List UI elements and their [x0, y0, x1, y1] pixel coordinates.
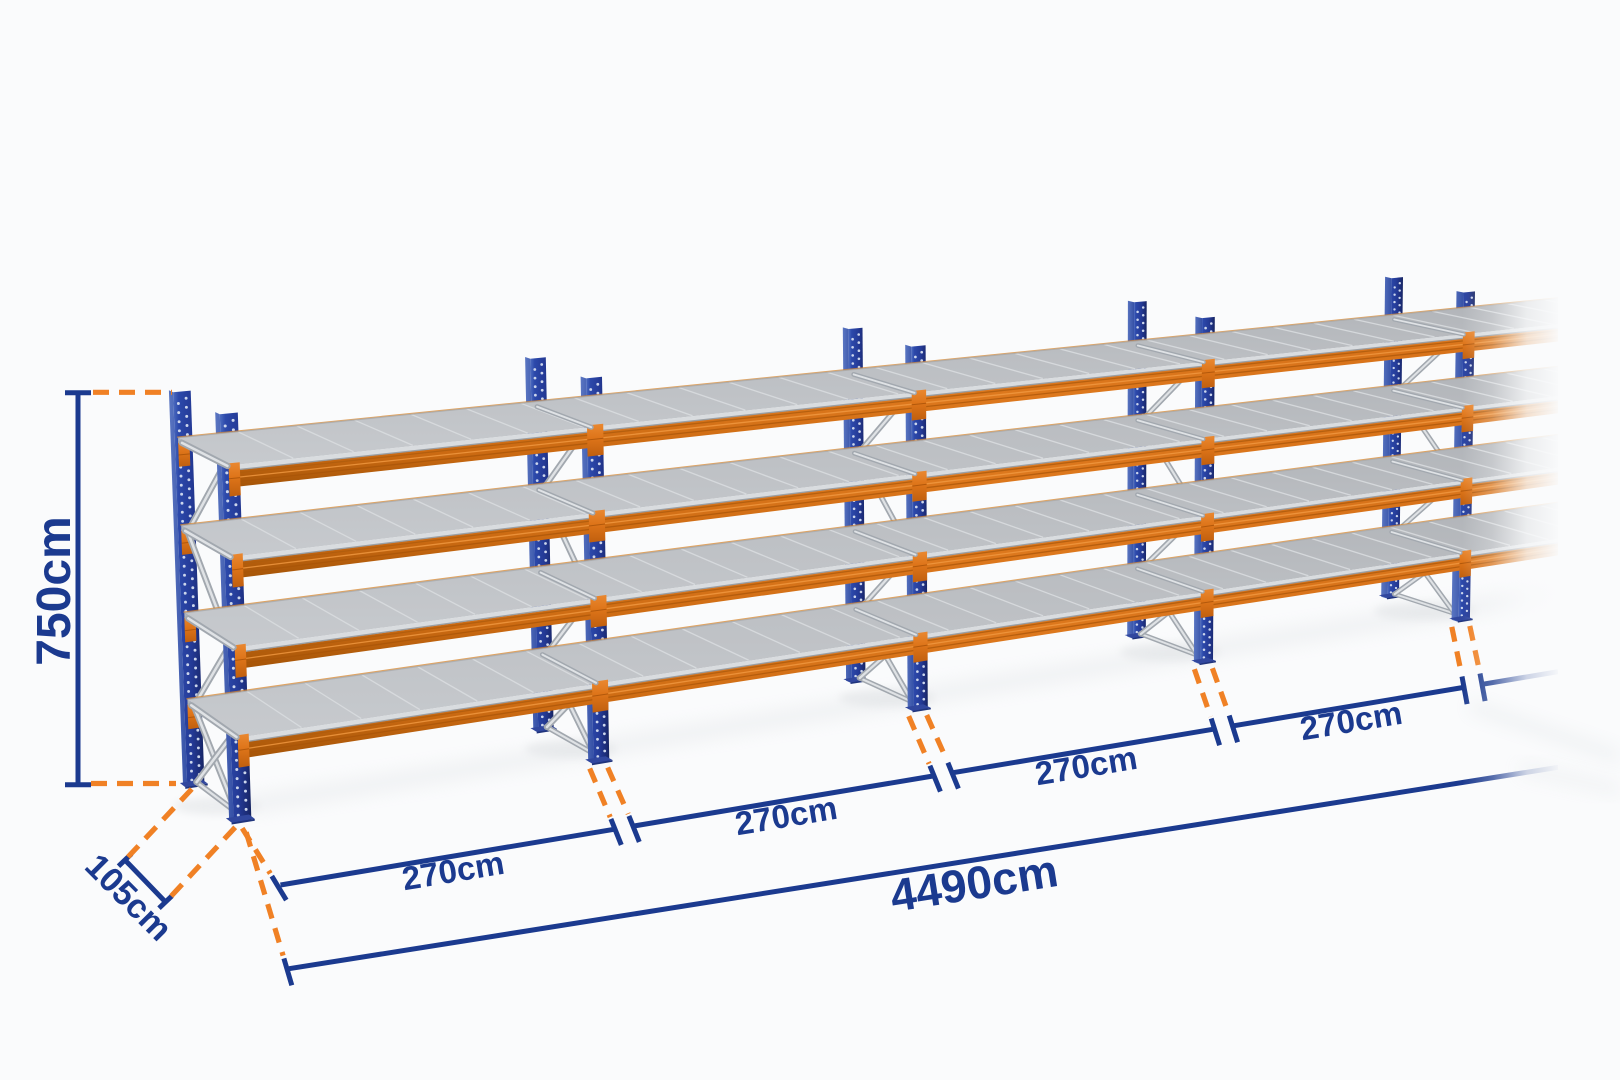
- svg-text:750cm: 750cm: [28, 516, 81, 665]
